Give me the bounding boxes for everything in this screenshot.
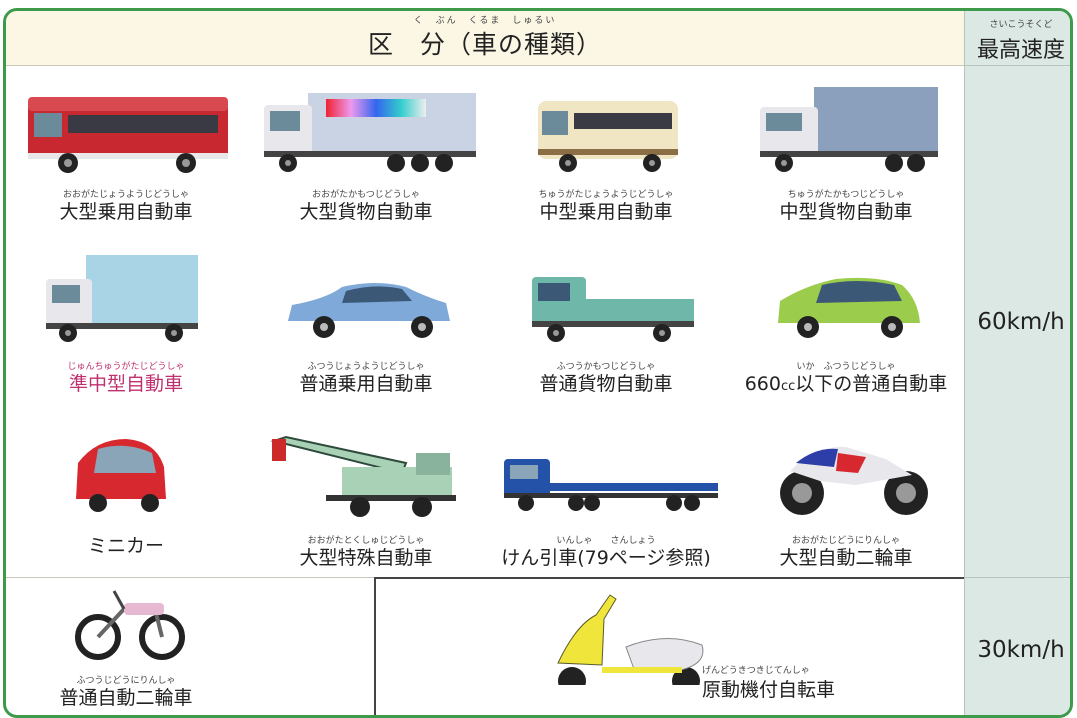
header-ruby: く ぶん くるま しゅるい [413, 16, 557, 26]
vehicle-kei-car: いか ふつうじどうしゃ 660cc以下の普通自動車 [726, 249, 966, 395]
medium-truck-icon [760, 87, 938, 172]
vehicle-ruby: おおがたとくしゅじどうしゃ [307, 536, 425, 546]
kei-car-icon [778, 277, 920, 338]
scooter-ruby: げんどうきつきじてんしゃ [702, 666, 810, 676]
vehicle-label: 中型貨物自動車 [779, 201, 913, 223]
vehicle-ruby: いんしゃ さんしょう [556, 536, 656, 546]
sedan-icon [288, 283, 450, 338]
vehicle-sedan: ふつうじょうようじどうしゃ 普通乗用自動車 [246, 249, 486, 395]
tractor-trailer-icon [504, 459, 718, 511]
vehicle-label: 普通貨物自動車 [539, 373, 673, 395]
vehicle-large-truck: おおがたかもつじどうしゃ 大型貨物自動車 [246, 79, 486, 223]
vehicle-label: 準中型自動車 [68, 373, 183, 395]
vehicle-label: 大型貨物自動車 [299, 201, 433, 223]
vehicle-semi-medium: じゅんちゅうがたじどうしゃ 準中型自動車 [6, 249, 246, 395]
kei-label-unit: cc [780, 379, 796, 394]
vehicle-ruby: おおがたかもつじどうしゃ [312, 190, 420, 200]
row-divider [6, 577, 374, 578]
speed-header: さいこうそくど 最高速度 [965, 11, 1070, 66]
vehicle-large-motorcycle: おおがたじどうにりんしゃ 大型自動二輪車 [726, 423, 966, 569]
vehicle-minicar: ミニカー [6, 423, 246, 557]
page-title: 区 分（車の種類） [367, 30, 602, 59]
vehicle-ruby: おおがたじょうようじどうしゃ [62, 190, 189, 200]
large-motorcycle-icon [780, 446, 928, 515]
kei-label-number: 660 [744, 373, 781, 395]
vehicle-crane: おおがたとくしゅじどうしゃ 大型特殊自動車 [246, 423, 486, 569]
vehicle-ruby: じゅんちゅうがたじどうしゃ [67, 362, 185, 372]
vehicle-medium-bus: ちゅうがたじょうようじどうしゃ 中型乗用自動車 [486, 79, 726, 223]
speed-header-ruby: さいこうそくど [989, 20, 1053, 30]
speed-value-60: 60km/h [977, 309, 1065, 335]
vehicle-small-truck: ふつうかもつじどうしゃ 普通貨物自動車 [486, 249, 726, 395]
small-truck-icon [532, 277, 694, 342]
speed-header-label: 最高速度 [976, 38, 1065, 63]
moped-box [374, 577, 964, 715]
semi-medium-truck-icon [46, 255, 198, 342]
vehicle-motorcycle: ふつうじどうにりんしゃ 普通自動二輪車 [6, 577, 246, 709]
vehicle-tractor-trailer: いんしゃ さんしょう けん引車(79ページ参照) [486, 423, 726, 569]
vehicle-label: けん引車(79ページ参照) [501, 547, 711, 569]
large-truck-icon [264, 93, 476, 172]
vehicle-label: 普通乗用自動車 [299, 373, 433, 395]
vehicle-label: 中型乗用自動車 [539, 201, 673, 223]
speed-column: さいこうそくど 最高速度 60km/h 30km/h [964, 11, 1070, 715]
kei-label-rest: 以下の普通自動車 [795, 373, 948, 395]
category-header: く ぶん くるま しゅるい 区 分（車の種類） [6, 11, 964, 66]
vehicle-ruby: ふつうじょうようじどうしゃ [307, 362, 425, 372]
vehicle-large-bus: おおがたじょうようじどうしゃ 大型乗用自動車 [6, 79, 246, 223]
vehicle-label: 大型乗用自動車 [59, 201, 193, 223]
vehicle-ruby: ちゅうがたじょうようじどうしゃ [538, 190, 674, 200]
scooter-icon [557, 594, 704, 685]
vehicle-ruby: ちゅうがたかもつじどうしゃ [787, 190, 905, 200]
scooter-label: 原動機付自転車 [702, 679, 836, 701]
speed-value-30: 30km/h [977, 637, 1065, 663]
vehicle-label: 660cc以下の普通自動車 [726, 369, 966, 396]
vehicle-label: 大型特殊自動車 [299, 547, 433, 569]
vehicle-scooter [546, 585, 786, 715]
table-frame: く ぶん くるま しゅるい 区 分（車の種類） さいこうそくど 最高速度 60k… [3, 8, 1073, 718]
vehicle-ruby: おおがたじどうにりんしゃ [791, 536, 900, 546]
large-bus-icon [28, 97, 228, 173]
medium-bus-icon [538, 101, 678, 172]
minicar-icon [76, 439, 166, 512]
vehicle-medium-truck: ちゅうがたかもつじどうしゃ 中型貨物自動車 [726, 79, 966, 223]
crane-truck-icon [270, 435, 456, 517]
speed-divider [965, 577, 1070, 578]
vehicle-ruby: ふつうじどうにりんしゃ [76, 676, 176, 686]
vehicle-label: ミニカー [87, 535, 164, 557]
vehicle-ruby: いか ふつうじどうしゃ [796, 362, 896, 372]
vehicle-ruby: ふつうかもつじどうしゃ [556, 362, 656, 372]
vehicle-label: 大型自動二輪車 [779, 547, 913, 569]
motorcycle-icon [75, 590, 185, 660]
vehicle-label: 普通自動二輪車 [59, 687, 193, 709]
